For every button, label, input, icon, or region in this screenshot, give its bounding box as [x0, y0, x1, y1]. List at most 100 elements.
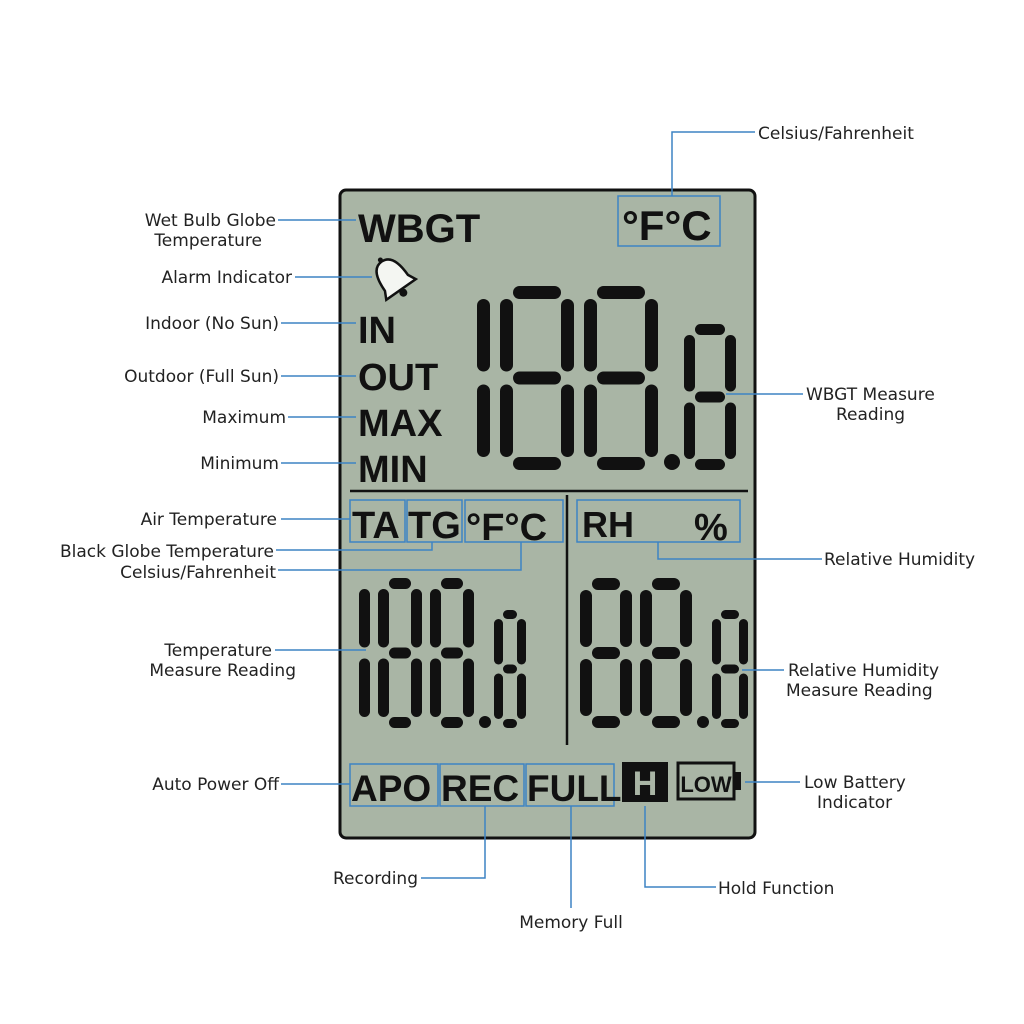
segment-b	[725, 335, 736, 392]
segment-a	[441, 578, 463, 589]
segment-e	[494, 673, 503, 719]
segment-f	[640, 590, 652, 647]
segment-b	[739, 619, 748, 665]
segment-e	[684, 402, 695, 459]
hold-label: H	[633, 765, 658, 803]
segment-d	[513, 457, 561, 470]
callout-alarm: Alarm Indicator	[161, 268, 292, 288]
segment-c	[680, 659, 692, 716]
leader-celsius-bottom	[278, 542, 522, 571]
callout-low-battery-line1: Low Battery	[804, 773, 906, 793]
callout-indoor: Indoor (No Sun)	[145, 314, 279, 334]
segment-b	[517, 619, 526, 665]
sub-unit-label: °F°C	[466, 507, 547, 549]
mode-labels: IN OUT MAX MIN	[358, 310, 443, 491]
segment-b	[561, 299, 574, 372]
air-temp-label: TA	[352, 505, 400, 547]
digit-frac-0	[684, 324, 736, 470]
segment-g	[695, 391, 725, 403]
callout-celsius-bottom: Celsius/Fahrenheit	[120, 563, 276, 583]
callout-rh-reading-line2: Measure Reading	[786, 681, 933, 701]
segment-a	[513, 286, 561, 299]
bell-icon	[375, 257, 419, 302]
segment-d	[695, 459, 725, 470]
callout-recording: Recording	[333, 869, 418, 889]
segment-a	[721, 610, 739, 619]
segment-d	[503, 719, 517, 728]
digit-1	[500, 286, 574, 470]
decimal-point	[479, 716, 491, 728]
digit-2	[430, 578, 474, 728]
segment-g	[503, 664, 517, 674]
mode-min-label: MIN	[358, 449, 428, 491]
segment-e	[584, 384, 597, 457]
callout-low-battery-line2: Indicator	[817, 793, 892, 813]
segment-c	[561, 384, 574, 457]
segment-f	[500, 299, 513, 372]
callout-wbgt-reading-line2: Reading	[836, 405, 905, 425]
segment-d	[592, 716, 620, 728]
segment-b	[411, 589, 422, 648]
leader-celsius-top	[671, 131, 755, 196]
segment-e	[500, 384, 513, 457]
segment-g	[441, 647, 463, 659]
segment-e	[580, 659, 592, 716]
digit-frac-0	[494, 610, 526, 728]
callout-wbgt-reading-line1: WBGT Measure	[806, 385, 935, 405]
battery-icon: LOW	[676, 761, 741, 801]
segment-c	[645, 384, 658, 457]
leader-relative-humidity	[657, 542, 822, 560]
digit-2	[584, 286, 658, 470]
digit-0	[580, 578, 632, 728]
segment-c	[477, 384, 490, 457]
callout-minimum: Minimum	[200, 454, 279, 474]
digit-1	[640, 578, 692, 728]
segment-g	[389, 647, 411, 659]
battery-low-label: LOW	[680, 772, 732, 797]
digit-1	[378, 578, 422, 728]
segment-b	[463, 589, 474, 648]
mode-max-label: MAX	[358, 403, 443, 445]
decimal-point	[664, 454, 680, 470]
relative-humidity-measure-reading	[580, 578, 748, 728]
segment-a	[597, 286, 645, 299]
hold-icon: H	[622, 762, 668, 803]
apo-label: APO	[351, 768, 431, 809]
segment-f	[378, 589, 389, 648]
segment-c	[463, 658, 474, 717]
mode-in-label: IN	[358, 310, 396, 352]
segment-a	[389, 578, 411, 589]
temperature-measure-reading	[359, 578, 526, 728]
wbgt-label: WBGT	[358, 207, 480, 251]
segment-c	[517, 673, 526, 719]
segment-c	[411, 658, 422, 717]
leader-recording	[421, 806, 486, 879]
segment-d	[597, 457, 645, 470]
segment-b	[680, 590, 692, 647]
callout-maximum: Maximum	[202, 408, 286, 428]
rh-unit-label: %	[694, 507, 728, 549]
callout-celsius-top: Celsius/Fahrenheit	[758, 124, 914, 144]
rec-frame	[439, 763, 525, 807]
segment-c	[725, 402, 736, 459]
segment-b	[620, 590, 632, 647]
segment-g	[513, 371, 561, 385]
sub-unit-frame	[464, 499, 564, 543]
segment-f	[712, 619, 721, 665]
full-frame	[525, 763, 615, 807]
segment-g	[652, 647, 680, 659]
segment-b	[477, 299, 490, 372]
callout-wbgt-line2: Temperature	[153, 231, 262, 251]
segment-a	[503, 610, 517, 619]
callout-wbgt-line1: Wet Bulb Globe	[145, 211, 276, 231]
segment-d	[389, 717, 411, 728]
digit-0	[477, 299, 490, 457]
segment-g	[597, 371, 645, 385]
apo-frame	[349, 763, 439, 807]
full-label: FULL	[527, 768, 622, 809]
callout-relative-humidity: Relative Humidity	[824, 550, 975, 570]
segment-f	[430, 589, 441, 648]
segment-g	[592, 647, 620, 659]
decimal-point	[697, 716, 709, 728]
